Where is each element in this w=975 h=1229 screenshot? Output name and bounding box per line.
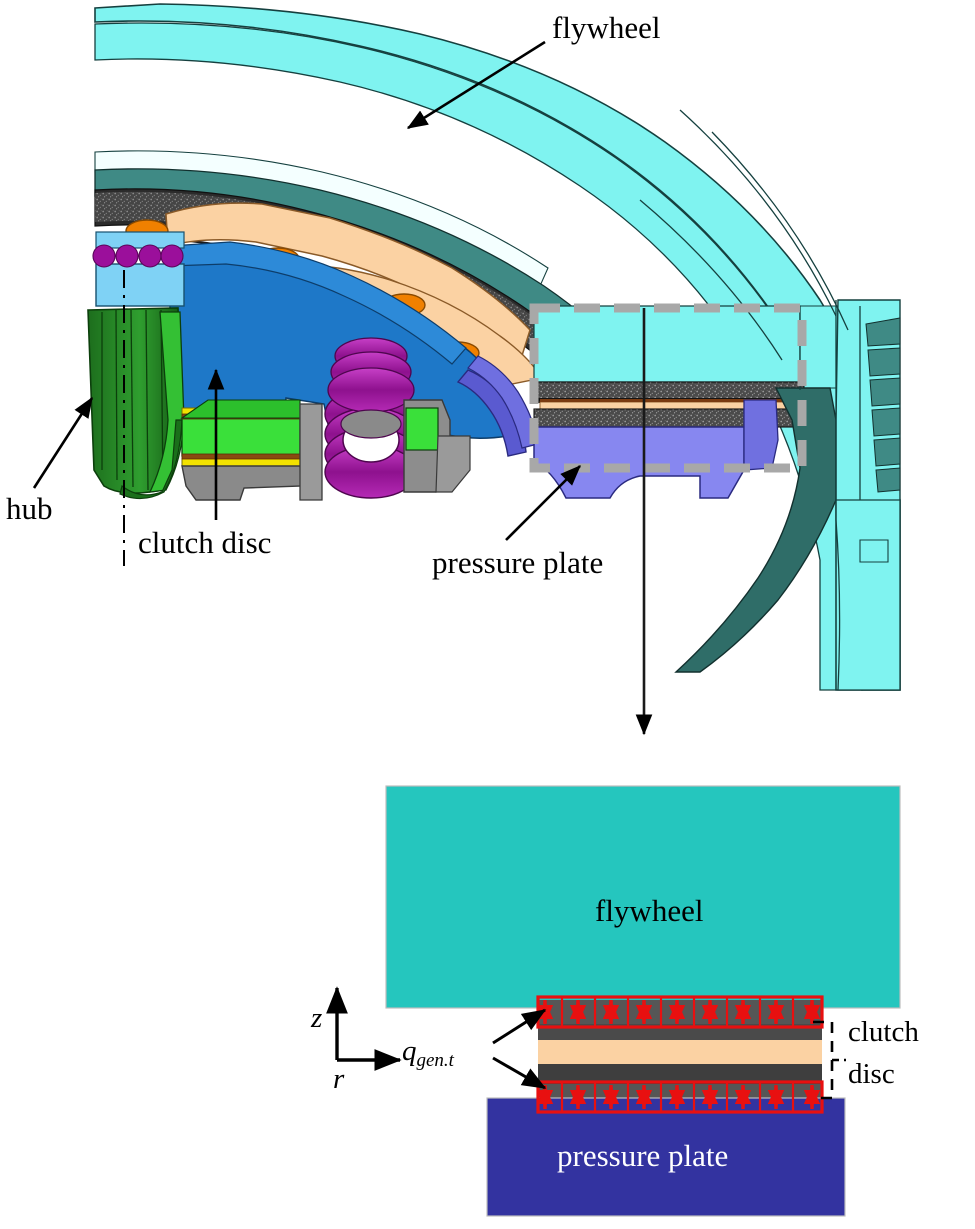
schematic-pressure-plate-block <box>486 1097 846 1217</box>
flywheel-structure-lines <box>639 109 861 690</box>
flywheel-right-lower <box>835 499 901 691</box>
coil-spring <box>324 337 418 499</box>
lining-strip-green <box>181 417 301 457</box>
pressure-plate-cad <box>533 426 745 499</box>
label-pressure-plate-schematic: pressure plate <box>557 1138 729 1173</box>
heat-band-top-dividers <box>560 997 795 1027</box>
damper-1 <box>92 244 116 268</box>
label-pressure-plate-cad: pressure plate <box>432 545 604 580</box>
detail-box-dashed <box>529 303 807 473</box>
stack-lining-upper <box>538 1000 822 1028</box>
leader-pressure-plate <box>505 465 581 541</box>
qgen-subscript: gen.t <box>416 1050 454 1071</box>
label-flywheel-schematic: flywheel <box>595 893 704 928</box>
coil-spring-bore-gray <box>340 409 402 439</box>
clutch-disc-blue-upper <box>169 241 467 365</box>
label-flywheel-cad: flywheel <box>552 10 661 45</box>
lining-strip-brown-bot <box>181 453 301 460</box>
damper-group <box>92 244 184 268</box>
retainer-green-block <box>405 407 439 451</box>
label-heat-flux-qgen: qgen.t <box>402 1035 454 1071</box>
stack-core-plate <box>538 1040 822 1066</box>
cover-dark-teal <box>674 387 837 673</box>
label-clutch-disc-line1: clutch <box>848 1016 919 1048</box>
detail-core-brown <box>540 399 798 402</box>
detail-lining-upper <box>533 381 805 401</box>
retainer-gray-tail <box>435 435 471 493</box>
hub-green-skirt <box>119 419 183 500</box>
label-clutch-disc-line2: disc <box>848 1058 895 1090</box>
qgen-symbol: q <box>402 1035 417 1067</box>
hub-carrier-gray-right <box>299 403 323 501</box>
heat-arrows-top <box>536 1000 821 1024</box>
pressure-plate-cad-right <box>743 399 779 471</box>
coordinate-axes <box>326 986 402 1071</box>
leader-hub <box>32 396 94 489</box>
diaphragm-finger-2 <box>467 355 539 449</box>
cad-cross-section <box>32 3 901 736</box>
flywheel-right-notch <box>859 539 889 563</box>
flywheel-detail-body <box>533 305 801 383</box>
heat-arrows-bottom <box>536 1085 821 1109</box>
light-blue-block <box>95 263 185 307</box>
hub-carrier-gray <box>181 465 303 501</box>
hub-splines <box>101 309 164 491</box>
leader-flywheel <box>406 40 546 130</box>
lining-green-skew <box>180 399 301 419</box>
heat-band-bottom-dividers <box>560 1082 795 1112</box>
qgen-leader-upper <box>492 1008 547 1045</box>
label-hub: hub <box>6 491 53 526</box>
label-axis-r: r <box>333 1063 345 1095</box>
label-clutch-disc-cad: clutch disc <box>138 525 272 560</box>
qgen-leader-lower <box>492 1056 547 1090</box>
schematic-panel <box>326 785 901 1217</box>
damper-2 <box>115 244 139 268</box>
light-blue-block-top <box>95 231 185 249</box>
label-axis-z: z <box>311 1002 323 1034</box>
damper-3 <box>138 244 162 268</box>
damper-4 <box>160 244 184 268</box>
ring-gear-teeth <box>865 317 901 493</box>
